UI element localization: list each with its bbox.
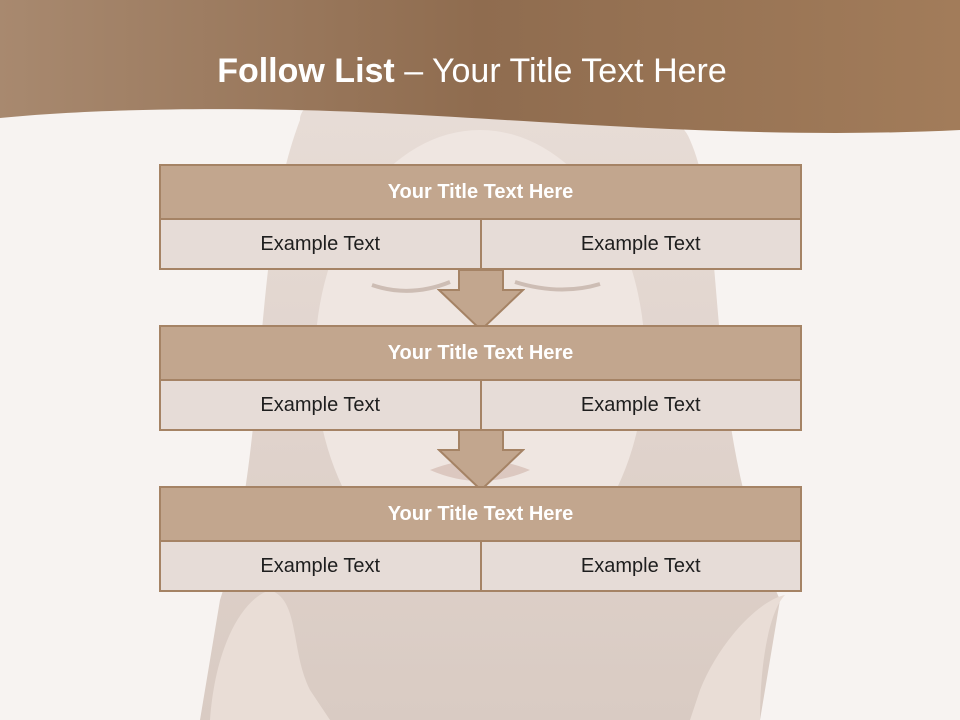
flow-block-left-text: Example Text bbox=[159, 220, 482, 270]
flow-block-title: Your Title Text Here bbox=[159, 325, 802, 381]
flow-block-left-text: Example Text bbox=[159, 381, 482, 431]
flow-block-right-text: Example Text bbox=[481, 220, 802, 270]
down-arrow-1 bbox=[437, 270, 525, 332]
flow-block-left-text: Example Text bbox=[159, 542, 482, 592]
slide-title-rest: – Your Title Text Here bbox=[404, 52, 727, 90]
flow-block-right-text: Example Text bbox=[481, 542, 802, 592]
slide-title: Follow List – Your Title Text Here bbox=[0, 52, 944, 91]
down-arrow-2 bbox=[437, 430, 525, 492]
flow-block-1: Your Title Text Here Example Text Exampl… bbox=[159, 164, 802, 270]
slide-title-bold: Follow List bbox=[217, 52, 395, 90]
flow-block-right-text: Example Text bbox=[481, 381, 802, 431]
flow-block-2: Your Title Text Here Example Text Exampl… bbox=[159, 325, 802, 431]
flow-block-title: Your Title Text Here bbox=[159, 164, 802, 220]
flow-block-3: Your Title Text Here Example Text Exampl… bbox=[159, 486, 802, 592]
flow-block-title: Your Title Text Here bbox=[159, 486, 802, 542]
